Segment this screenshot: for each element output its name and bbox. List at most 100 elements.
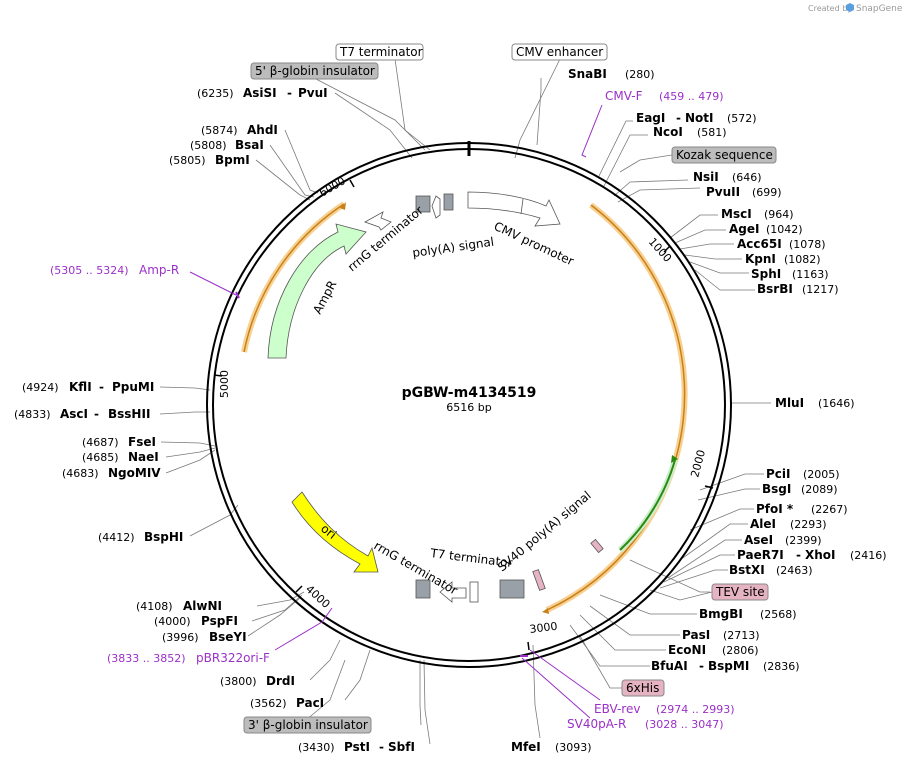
- site-bsphi-pos: (4412): [98, 531, 135, 544]
- site-acc65i: Acc65I: [737, 237, 782, 251]
- site-mlui: MluI: [775, 396, 804, 410]
- tick-label-2000: 2000: [688, 448, 708, 478]
- site-mlui-pos: (1646): [818, 397, 855, 410]
- t7-terminator-label-top: T7 terminator: [339, 45, 423, 59]
- primer-sv40pa-name: SV40pA-R: [567, 717, 626, 731]
- cmv-enhancer-mark: [520, 198, 524, 215]
- site-ngomiv-pos: (4683): [62, 467, 99, 480]
- site-asci-sep: -: [94, 407, 99, 421]
- site-bsrbi: BsrBI: [757, 282, 793, 296]
- beta-globin-3-box: [243, 716, 372, 734]
- site-msci-pos: (964): [764, 208, 794, 221]
- site-agei: AgeI: [729, 222, 759, 236]
- site-noti: NotI: [685, 111, 714, 125]
- site-eagi: EagI: [636, 111, 665, 125]
- site-mfei: MfeI: [511, 740, 541, 754]
- primer-ebv-range: (2974 .. 2993): [656, 703, 735, 716]
- tick-marks: [213, 179, 714, 651]
- site-bsshii: BssHII: [108, 407, 150, 421]
- site-bpmi-pos: (5805): [169, 154, 206, 167]
- site-econi: EcoNI: [668, 643, 706, 657]
- ampr-label: AmpR: [310, 278, 339, 316]
- site-kfli: KflI: [69, 380, 92, 394]
- site-ngomiv: NgoMIV: [108, 466, 161, 480]
- site-bfuai: BfuAI: [651, 659, 688, 673]
- primer-pbr322-name: pBR322ori-F: [196, 651, 270, 665]
- site-nsii-pos: (646): [732, 171, 762, 184]
- site-pvui: PvuI: [298, 86, 328, 100]
- tick-label-3000: 3000: [529, 620, 558, 636]
- polya-signal-label: poly(A) signal: [411, 235, 494, 260]
- site-ahdi: AhdI: [247, 123, 278, 137]
- rrng-arrow-small: [431, 195, 441, 219]
- site-bspmi: BspMI: [708, 659, 749, 673]
- cmv-enhancer-label: CMV enhancer: [516, 45, 603, 59]
- site-ncoi: NcoI: [653, 125, 683, 139]
- beta-globin-5-label: 5' β-globin insulator: [255, 64, 375, 78]
- site-asei: AseI: [744, 533, 773, 547]
- kozak-label: Kozak sequence: [676, 148, 773, 162]
- site-fsei-pos: (4687): [82, 436, 119, 449]
- site-nsii: NsiI: [693, 170, 719, 184]
- plasmid-size: 6516 bp: [446, 401, 491, 414]
- site-kpni: KpnI: [745, 252, 776, 266]
- site-naei: NaeI: [128, 450, 159, 464]
- site-asci: AscI: [60, 407, 88, 421]
- site-bfuai-pos: (2836): [763, 660, 800, 673]
- site-pfoi: PfoI *: [756, 502, 794, 516]
- cmv-promoter-arrow: [467, 191, 561, 227]
- green-feature-arrowhead: [671, 455, 678, 463]
- site-bstxi-pos: (2463): [776, 564, 813, 577]
- orf-left-arrowhead: [340, 202, 346, 210]
- sv40-polya-box: [499, 579, 525, 599]
- site-drdi-pos: (3800): [220, 675, 257, 688]
- site-alwni: AlwNI: [183, 599, 222, 613]
- t7-terminator-box-label: [335, 43, 424, 61]
- site-asci-pos: (4833): [14, 408, 51, 421]
- site-msci: MscI: [721, 207, 752, 221]
- site-xhoi: XhoI: [805, 548, 836, 562]
- tev-site-label: TEV site: [715, 585, 765, 599]
- tick-label-1000: 1000: [646, 235, 674, 265]
- orf-arc-right-line: [546, 204, 686, 611]
- site-eagi-pos: (572): [727, 112, 757, 125]
- site-alei-pos: (2293): [790, 518, 827, 531]
- primer-ampr-range: (5305 .. 5324): [50, 264, 129, 277]
- site-bseyi-pos: (3996): [162, 631, 199, 644]
- his-box: [532, 569, 546, 591]
- site-mfei-pos: (3093): [555, 741, 592, 754]
- primer-marks: [189, 104, 603, 719]
- polya-box-top: [443, 193, 454, 211]
- site-bsrbi-pos: (1217): [802, 283, 839, 296]
- site-pasi: PasI: [682, 628, 710, 642]
- site-asisi-pos: (6235): [197, 87, 234, 100]
- credit-text: Created by: [808, 4, 852, 13]
- terminator-bottom-box: [469, 581, 479, 603]
- site-agei-pos: (1042): [766, 223, 803, 236]
- beta-globin-5-box: [250, 62, 379, 80]
- site-bseyi: BseYI: [209, 630, 247, 644]
- site-ahdi-pos: (5874): [201, 124, 238, 137]
- rrng-arrow-top: [364, 211, 392, 231]
- site-bmgbi: BmgBI: [699, 607, 743, 621]
- orf-arc-left-line: [243, 203, 345, 353]
- tick-label-5000: 5000: [218, 370, 231, 398]
- green-feature-line: [619, 459, 676, 551]
- site-kfli-pos: (4924): [22, 381, 59, 394]
- site-bsai-pos: (5808): [190, 139, 227, 152]
- site-drdi: DrdI: [266, 674, 295, 688]
- tick-label-4000: 4000: [303, 583, 333, 611]
- kozak-box: [671, 146, 777, 164]
- site-bpmi: BpmI: [215, 153, 250, 167]
- primer-ebv-name: EBV-rev: [594, 702, 640, 716]
- t7-terminator-box-bottom: [415, 579, 431, 599]
- primer-cmvf-name: CMV-F: [605, 89, 643, 103]
- site-eagi-sep: -: [676, 111, 681, 125]
- tev-box: [590, 538, 604, 554]
- t7-terminator-box-top: [415, 195, 431, 213]
- site-paer7i: PaeR7I: [737, 548, 784, 562]
- his-tag-box: [621, 679, 665, 697]
- site-alei: AleI: [750, 517, 776, 531]
- tick-label-6000: 6000: [317, 174, 348, 199]
